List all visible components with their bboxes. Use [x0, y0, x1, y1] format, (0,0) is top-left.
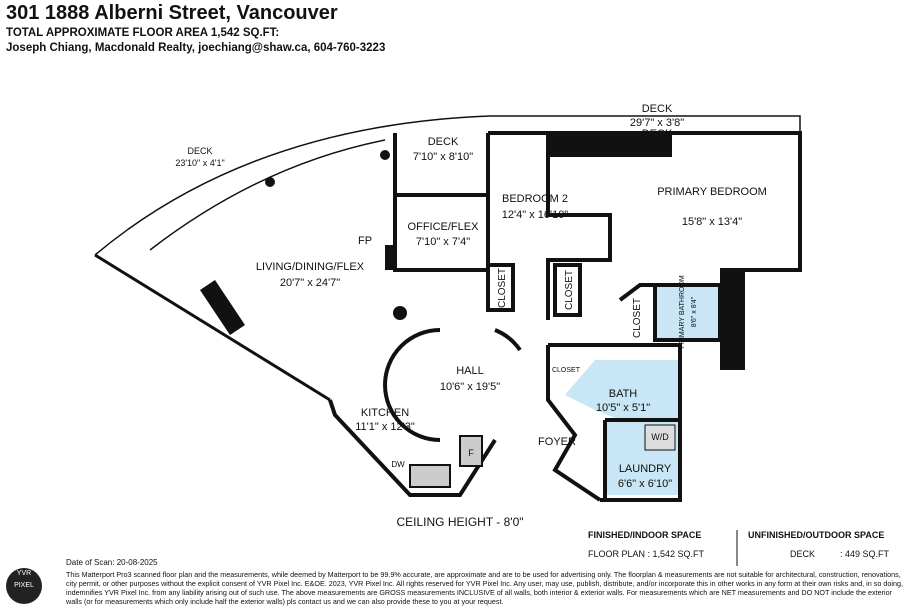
agent-info: Joseph Chiang, Macdonald Realty, joechia…	[6, 42, 386, 54]
bath-fill	[565, 360, 680, 420]
primary-bath-name: PRIMARY BATHROOM	[679, 275, 686, 349]
total-area: TOTAL APPROXIMATE FLOOR AREA 1,542 SQ.FT…	[6, 27, 280, 39]
primary-bedroom-name: PRIMARY BEDROOM	[657, 186, 767, 198]
primary-bathroom-fill	[655, 285, 720, 340]
living-dims: 20'7" x 24'7"	[280, 277, 340, 289]
room-name: DECK	[642, 128, 673, 140]
laundry-dims: 6'6" x 6'10"	[618, 478, 672, 490]
laundry-name: LAUNDRY	[619, 463, 672, 475]
bath-name: BATH	[609, 388, 638, 400]
outdoor-title: UNFINISHED/OUTDOOR SPACE	[748, 530, 885, 540]
foyer-label: FOYER	[538, 436, 576, 448]
dishwasher-label: DW	[391, 460, 405, 469]
deck-small-name: DECK	[428, 136, 459, 148]
wet-rooms	[565, 285, 720, 495]
hall-dims: 10'6" x 19'5"	[440, 381, 500, 393]
bath-dims: 10'5" x 5'1"	[596, 402, 650, 414]
deck-main-name: DECK	[642, 103, 673, 115]
listing-title: 301 1888 Alberni Street, Vancouver	[6, 2, 338, 24]
bedroom2-name: BEDROOM 2	[502, 193, 568, 205]
fireplace-label: FP	[358, 235, 372, 247]
fridge-label: F	[468, 448, 474, 458]
deck-small-dims: 7'10" x 8'10"	[413, 151, 473, 163]
closet-label: CLOSET	[497, 268, 508, 308]
hall-name: HALL	[456, 365, 484, 377]
deck-main-dims: 29'7" x 3'8"	[630, 117, 684, 129]
closet-label: CLOSET	[552, 367, 581, 374]
wd-label: W/D	[651, 432, 669, 442]
yvr-pixel-logo: YVR PIXEL	[6, 568, 42, 604]
kitchen-dims: 11'1" x 12'3"	[355, 421, 415, 433]
outdoor-area: : 449 SQ.FT	[840, 549, 890, 559]
closet-label: CLOSET	[564, 270, 575, 310]
deck-left-name: DECK	[187, 146, 212, 156]
ceiling-height: CEILING HEIGHT - 8'0"	[396, 515, 523, 529]
scan-date: Date of Scan: 20-08-2025	[66, 558, 158, 567]
outdoor-label: DECK	[790, 549, 816, 559]
walls	[94, 115, 802, 502]
kitchen-name: KITCHEN	[361, 407, 409, 419]
primary-bath-dims: 8'6" x 8'4"	[691, 296, 698, 327]
bedroom2-dims: 12'4" x 16'10"	[502, 209, 569, 221]
living-name: LIVING/DINING/FLEX	[256, 261, 365, 273]
office-name: OFFICE/FLEX	[408, 221, 480, 233]
indoor-title: FINISHED/INDOOR SPACE	[588, 530, 702, 540]
deck-left-dims: 23'10" x 4'1"	[175, 158, 224, 168]
room-labels: DECK 29'7" x 3'8" DECK 23'10" x 4'1" DEC…	[175, 103, 766, 529]
closet-label: CLOSET	[632, 298, 643, 338]
indoor-area: FLOOR PLAN : 1,542 SQ.FT	[588, 549, 705, 559]
wall-blocks	[200, 133, 745, 488]
office-dims: 7'10" x 7'4"	[416, 236, 470, 248]
disclaimer: This Matterport Pro3 scanned floor plan …	[66, 570, 903, 606]
primary-bedroom-dims: 15'8" x 13'4"	[682, 216, 742, 228]
